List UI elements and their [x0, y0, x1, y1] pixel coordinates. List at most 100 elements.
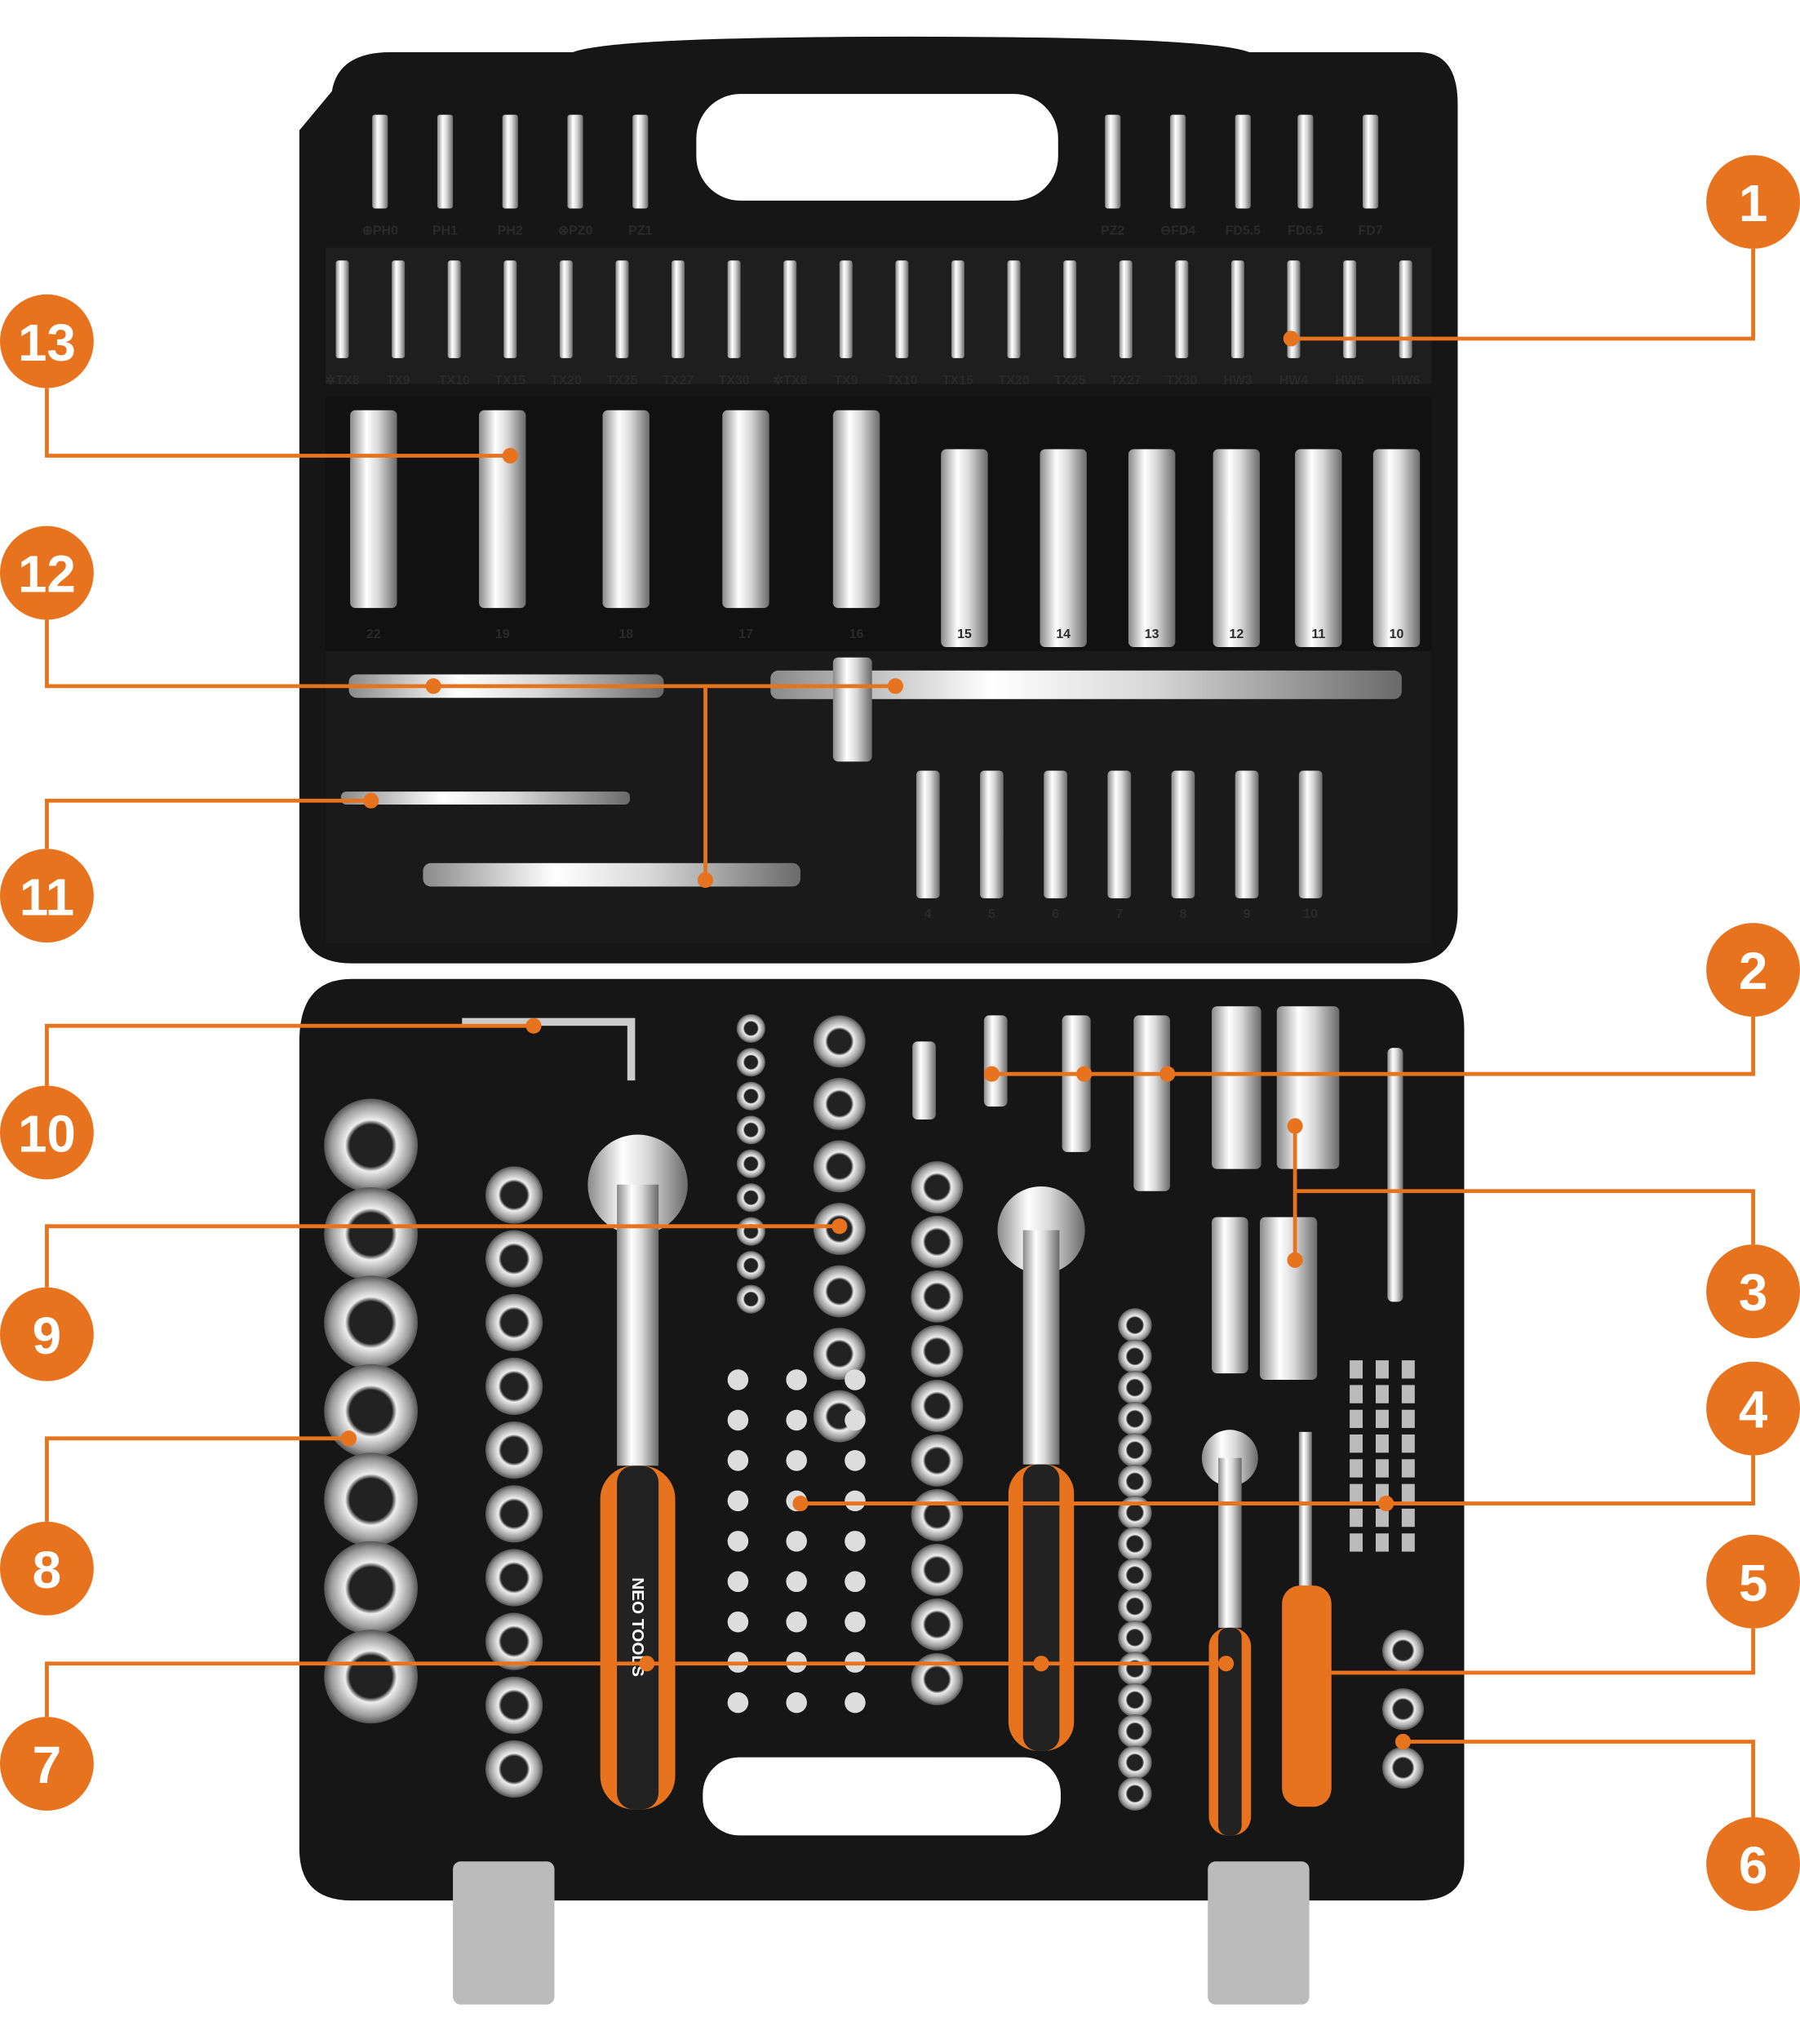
callout-number: 12	[18, 545, 76, 604]
ratchet-grip	[1022, 1464, 1060, 1751]
bit-label: ⊕PH0	[362, 224, 398, 237]
bit-label: HW4	[1279, 374, 1309, 388]
ratchet-head	[587, 1134, 688, 1235]
deep-socket	[1040, 449, 1087, 648]
mini-bit	[1376, 1385, 1389, 1403]
mini-bit	[1376, 1508, 1389, 1527]
deep-socket	[941, 449, 988, 648]
socket	[1381, 1629, 1425, 1672]
hex-bit	[1399, 260, 1412, 358]
ratchet-shaft	[1022, 1230, 1060, 1465]
hex-bit	[615, 260, 629, 358]
socket-size-label: 7	[1115, 907, 1123, 921]
bit-label: ⊖FD4	[1160, 224, 1196, 237]
small-deep-socket	[1235, 770, 1259, 898]
mini-bit	[1350, 1533, 1363, 1552]
callout-leader-line	[45, 1023, 534, 1086]
callout-dot	[1306, 1665, 1323, 1681]
small-socket	[1118, 1527, 1152, 1561]
bit-label: TX9	[834, 374, 858, 388]
callout-number: 1	[1739, 174, 1767, 233]
small-deep-socket	[1298, 770, 1323, 898]
hex-bit	[727, 260, 741, 358]
small-deep-socket	[1107, 770, 1132, 898]
bit-label: TX10	[886, 374, 917, 388]
callout-7: 7	[0, 1656, 1235, 1811]
adapter-or-socket	[1212, 1006, 1261, 1169]
deep-socket	[832, 410, 880, 609]
bit-label: TX9	[386, 374, 410, 388]
socket	[485, 1357, 543, 1416]
bit-label: TX27	[1111, 374, 1142, 388]
spinner-shaft	[1298, 1431, 1312, 1589]
small-socket	[1118, 1683, 1152, 1718]
screwdriver-bit	[632, 114, 649, 209]
mini-bit	[1350, 1434, 1363, 1453]
mini-bit	[1350, 1360, 1363, 1379]
adapter-or-socket	[983, 1015, 1008, 1107]
ratchet-grip	[617, 1465, 659, 1810]
bit	[786, 1531, 807, 1552]
hex-bit	[335, 260, 349, 358]
bit-label: TX20	[551, 374, 582, 388]
bit-label: TX20	[999, 374, 1030, 388]
extension-bar	[770, 670, 1402, 699]
hex-bit	[1063, 260, 1077, 358]
bit	[727, 1692, 749, 1714]
latch-right[interactable]	[1208, 1861, 1310, 2005]
callout-8: 8	[0, 1430, 357, 1616]
callout-dot	[639, 1656, 655, 1672]
bit	[845, 1369, 866, 1390]
callout-11: 11	[0, 792, 379, 943]
small-extension-bar	[340, 791, 631, 805]
adapter-or-socket	[1276, 1006, 1340, 1169]
callout-dot	[831, 1218, 848, 1235]
screwdriver-bit	[1169, 114, 1186, 209]
socket	[485, 1166, 543, 1224]
small-socket	[1118, 1621, 1152, 1655]
socket	[813, 1140, 866, 1193]
socket-size-label: 19	[495, 627, 510, 641]
callout-dot	[1159, 1066, 1176, 1082]
callout-dot	[697, 871, 714, 889]
callout-badge	[1706, 155, 1800, 249]
callout-6: 6	[1394, 1733, 1800, 1911]
bit-label: ⊗PZ0	[558, 224, 593, 237]
socket	[324, 1275, 419, 1370]
callout-leader-line	[1315, 1628, 1755, 1675]
bit-label: HW5	[1335, 374, 1364, 388]
bit-label: PH2	[498, 224, 523, 237]
deep-socket	[1295, 449, 1342, 648]
socket-size-label: 12	[1229, 627, 1244, 641]
socket	[324, 1363, 419, 1458]
callout-number: 7	[33, 1736, 61, 1794]
bit	[845, 1490, 866, 1512]
small-socket	[736, 1048, 765, 1077]
hex-bit	[447, 260, 461, 358]
callout-leader-line	[991, 1017, 1755, 1076]
callout-badge	[0, 1717, 94, 1811]
mini-bit	[1401, 1409, 1415, 1429]
bit	[845, 1450, 866, 1471]
screwdriver-bit	[372, 114, 388, 209]
callout-number: 6	[1739, 1836, 1767, 1895]
bit	[727, 1531, 749, 1552]
callout-3: 3	[1287, 1118, 1800, 1338]
callout-9: 9	[0, 1218, 848, 1381]
hex-bit	[672, 260, 685, 358]
bit	[727, 1571, 749, 1593]
callout-dot	[1217, 1656, 1235, 1672]
bit-label: TX25	[606, 374, 637, 388]
bit-label: TX30	[719, 374, 750, 388]
callout-badge	[1706, 1534, 1800, 1629]
bit-label: FD6.5	[1288, 224, 1323, 237]
screwdriver-bit	[502, 114, 518, 209]
screwdriver-bit	[567, 114, 583, 209]
mini-bit	[1401, 1483, 1415, 1502]
mini-bit	[1401, 1385, 1415, 1403]
callout-number: 3	[1739, 1263, 1767, 1322]
screwdriver-bit	[1105, 114, 1121, 209]
latch-left[interactable]	[453, 1861, 555, 2005]
